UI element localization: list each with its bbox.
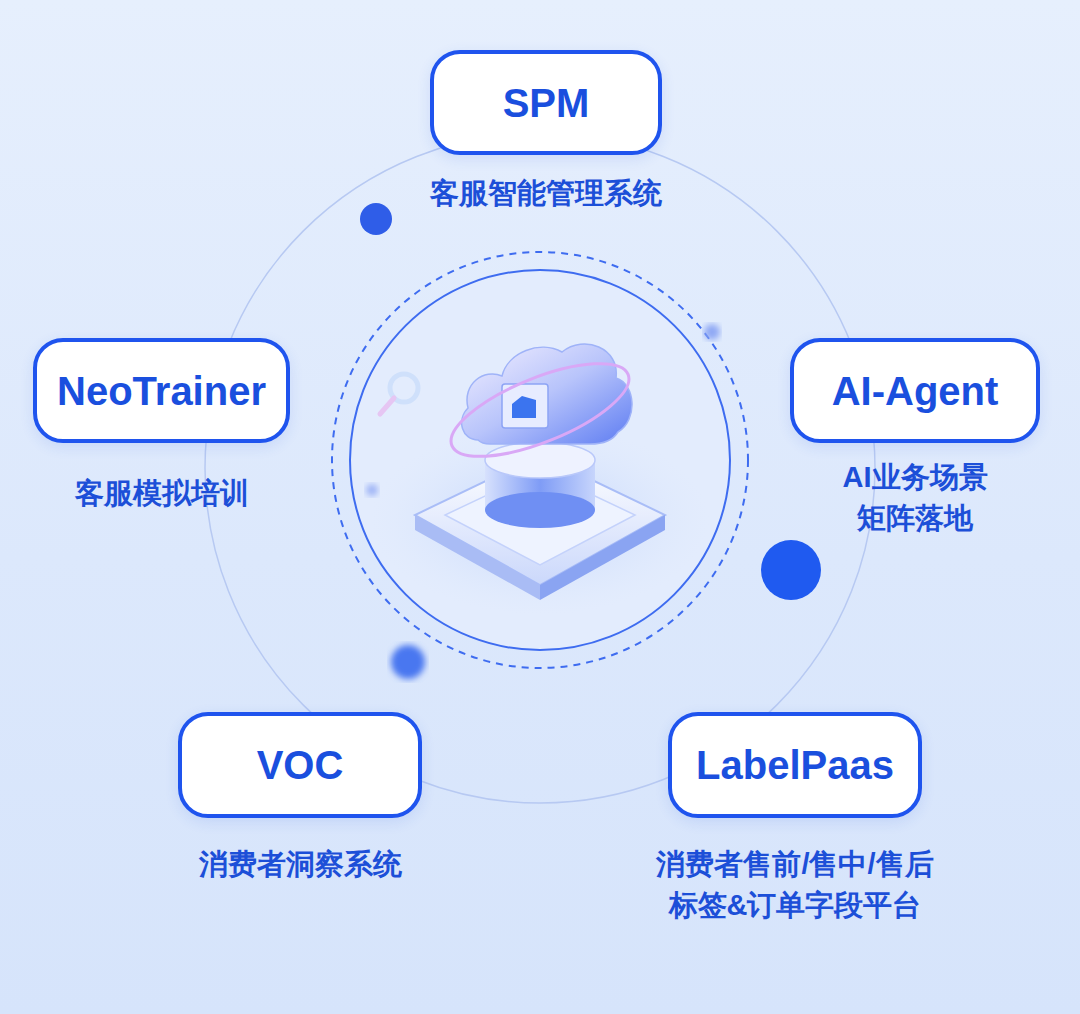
system-description: 消费者售前/售中/售后 标签&订单字段平台 (625, 844, 965, 926)
dot (391, 645, 425, 679)
system-name: AI-Agent (832, 369, 999, 413)
inner-ring (350, 270, 730, 650)
system-node: SPM客服智能管理系统 (430, 50, 662, 155)
system-description: AI业务场景 矩阵落地 (808, 457, 1023, 539)
orbit (440, 345, 640, 476)
cloud-window (502, 384, 548, 428)
dot (360, 203, 392, 235)
cylinder (485, 442, 595, 478)
dot (704, 324, 720, 340)
system-node: VOC消费者洞察系统 (178, 712, 422, 818)
system-node: LabelPaas消费者售前/售中/售后 标签&订单字段平台 (668, 712, 922, 818)
rounded-box: NeoTrainer (33, 338, 290, 443)
system-name: LabelPaas (696, 743, 894, 787)
dashed-ring (332, 252, 748, 668)
glow (370, 425, 710, 615)
system-node: AI-AgentAI业务场景 矩阵落地 (790, 338, 1040, 443)
rounded-box: SPM (430, 50, 662, 155)
dot (366, 484, 378, 496)
system-description: 消费者洞察系统 (199, 844, 402, 885)
system-name: SPM (503, 81, 590, 125)
rounded-box: LabelPaas (668, 712, 922, 818)
system-node: NeoTrainer客服模拟培训 (33, 338, 290, 443)
system-name: VOC (257, 743, 344, 787)
cylinder (485, 492, 595, 528)
cloud (462, 344, 632, 444)
system-description: 客服模拟培训 (75, 473, 249, 514)
dot (761, 540, 821, 600)
chart-icon (512, 396, 536, 418)
system-description: 客服智能管理系统 (430, 173, 662, 214)
outer-ring (205, 133, 875, 803)
magnifier (380, 398, 394, 414)
rounded-box: AI-Agent (790, 338, 1040, 443)
system-name: NeoTrainer (57, 369, 266, 413)
rounded-box: VOC (178, 712, 422, 818)
